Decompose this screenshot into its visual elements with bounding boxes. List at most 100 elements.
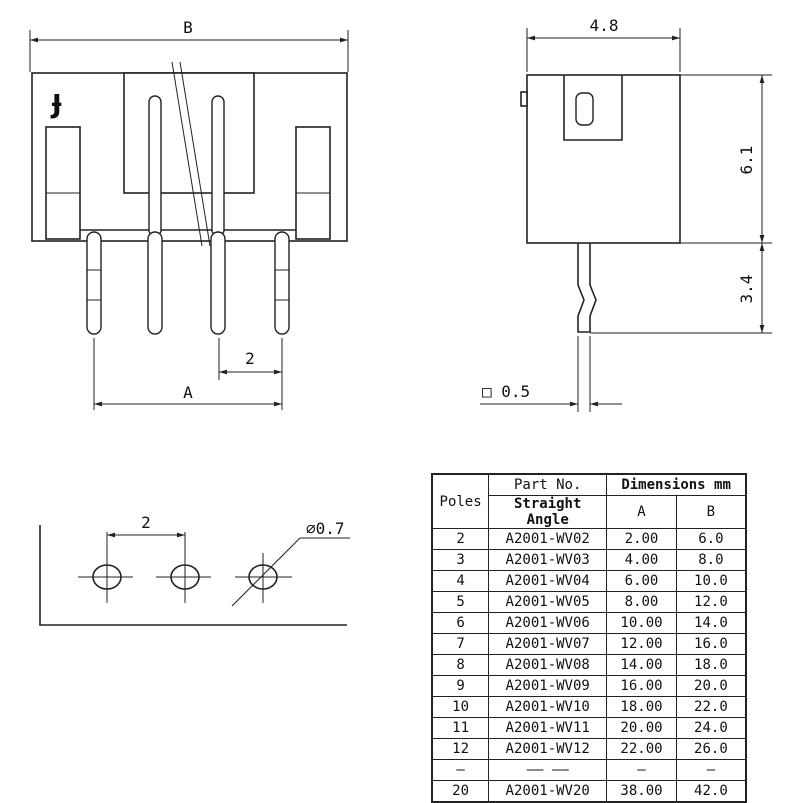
pin-square-label: □ 0.5	[482, 382, 530, 401]
table-cell-poles: 5	[431, 591, 490, 613]
table-cell-part: A2001-WV06	[488, 612, 608, 634]
table-cell-b: 10.0	[675, 570, 747, 592]
table-cell-poles: 7	[431, 633, 490, 655]
pin-2	[147, 231, 163, 335]
table-cell-poles: 8	[431, 654, 490, 676]
table-cell-part: A2001-WV02	[488, 528, 608, 550]
front-pitch-label: 2	[245, 349, 255, 368]
table-cell-b: 8.0	[675, 549, 747, 571]
table-cell-a: 14.00	[606, 654, 677, 676]
pin-1	[86, 231, 102, 335]
table-cell-b: —	[675, 759, 747, 781]
table-cell-b: 12.0	[675, 591, 747, 613]
housing-side	[526, 74, 681, 244]
table-cell-b: 6.0	[675, 528, 747, 550]
side-width-label: 4.8	[590, 16, 619, 35]
table-cell-a: 8.00	[606, 591, 677, 613]
table-cell-b: 16.0	[675, 633, 747, 655]
header-a: A	[606, 495, 677, 529]
table-cell-a: 4.00	[606, 549, 677, 571]
table-cell-part: A2001-WV04	[488, 570, 608, 592]
table-cell-a: 18.00	[606, 696, 677, 718]
table-cell-poles: 4	[431, 570, 490, 592]
table-cell-b: 22.0	[675, 696, 747, 718]
table-cell-part: A2001-WV08	[488, 654, 608, 676]
table-cell-poles: 10	[431, 696, 490, 718]
pin-3-upper	[211, 95, 225, 237]
header-dimensions: Dimensions mm	[606, 473, 747, 496]
hole-diameter-label: ⌀0.7	[306, 519, 345, 538]
table-cell-part: A2001-WV09	[488, 675, 608, 697]
pin-4	[274, 231, 290, 335]
table-cell-a: 10.00	[606, 612, 677, 634]
header-b: B	[675, 495, 747, 529]
table-cell-part: A2001-WV20	[488, 780, 608, 803]
table-cell-a: 20.00	[606, 717, 677, 739]
side-pin-head	[575, 92, 594, 126]
footprint-pitch-label: 2	[141, 513, 151, 532]
table-subheader-row: Straight Angle A B	[432, 495, 747, 529]
table-cell-b: 18.0	[675, 654, 747, 676]
side-pin-length-label: 3.4	[737, 275, 756, 304]
table-cell-part: A2001-WV07	[488, 633, 608, 655]
side-height-label: 6.1	[737, 146, 756, 175]
side-view: 4.8 6.1 3.4 □ 0.5	[480, 16, 772, 412]
pin-3	[210, 231, 226, 335]
table-cell-a: 38.00	[606, 780, 677, 803]
table-cell-part: A2001-WV03	[488, 549, 608, 571]
table-cell-b: 20.0	[675, 675, 747, 697]
table-cell-b: 26.0	[675, 738, 747, 760]
pcb-footprint: 2 ⌀0.7	[39, 513, 350, 626]
left-latch-slot	[45, 126, 81, 240]
table-cell-a: —	[606, 759, 677, 781]
table-cell-part: A2001-WV10	[488, 696, 608, 718]
table-cell-poles: —	[431, 759, 490, 781]
table-cell-poles: 6	[431, 612, 490, 634]
table-cell-a: 2.00	[606, 528, 677, 550]
pin-2-upper	[148, 95, 162, 237]
side-slot	[563, 75, 623, 141]
table-cell-part: A2001-WV05	[488, 591, 608, 613]
table-cell-poles: 2	[431, 528, 490, 550]
table-cell-part: —— ——	[488, 759, 608, 781]
table-cell-part: A2001-WV12	[488, 738, 608, 760]
table-cell-poles: 11	[431, 717, 490, 739]
dim-a-label: A	[183, 383, 193, 402]
part-number-table: Poles Part No. Dimensions mm Straight An…	[431, 473, 747, 803]
dim-b-label: B	[183, 18, 193, 37]
table-row: ——— ————	[431, 759, 747, 781]
header-straight-angle: Straight Angle	[488, 495, 608, 529]
table-header-row: Poles Part No. Dimensions mm	[431, 473, 747, 529]
table-cell-poles: 9	[431, 675, 490, 697]
header-part-no: Part No.	[488, 473, 608, 496]
table-cell-poles: 3	[431, 549, 490, 571]
front-view: B Ɉ 2 A	[29, 18, 349, 410]
table-cell-a: 6.00	[606, 570, 677, 592]
pcb-edge	[39, 525, 347, 626]
right-latch-slot	[295, 126, 331, 240]
table-cell-a: 16.00	[606, 675, 677, 697]
table-cell-a: 12.00	[606, 633, 677, 655]
table-cell-poles: 20	[431, 780, 490, 803]
table-cell-a: 22.00	[606, 738, 677, 760]
table-cell-b: 24.0	[675, 717, 747, 739]
header-poles: Poles	[431, 473, 490, 529]
table-cell-part: A2001-WV11	[488, 717, 608, 739]
housing-opening	[123, 72, 255, 194]
table-cell-b: 42.0	[675, 780, 747, 803]
side-pin-tail	[577, 243, 597, 333]
